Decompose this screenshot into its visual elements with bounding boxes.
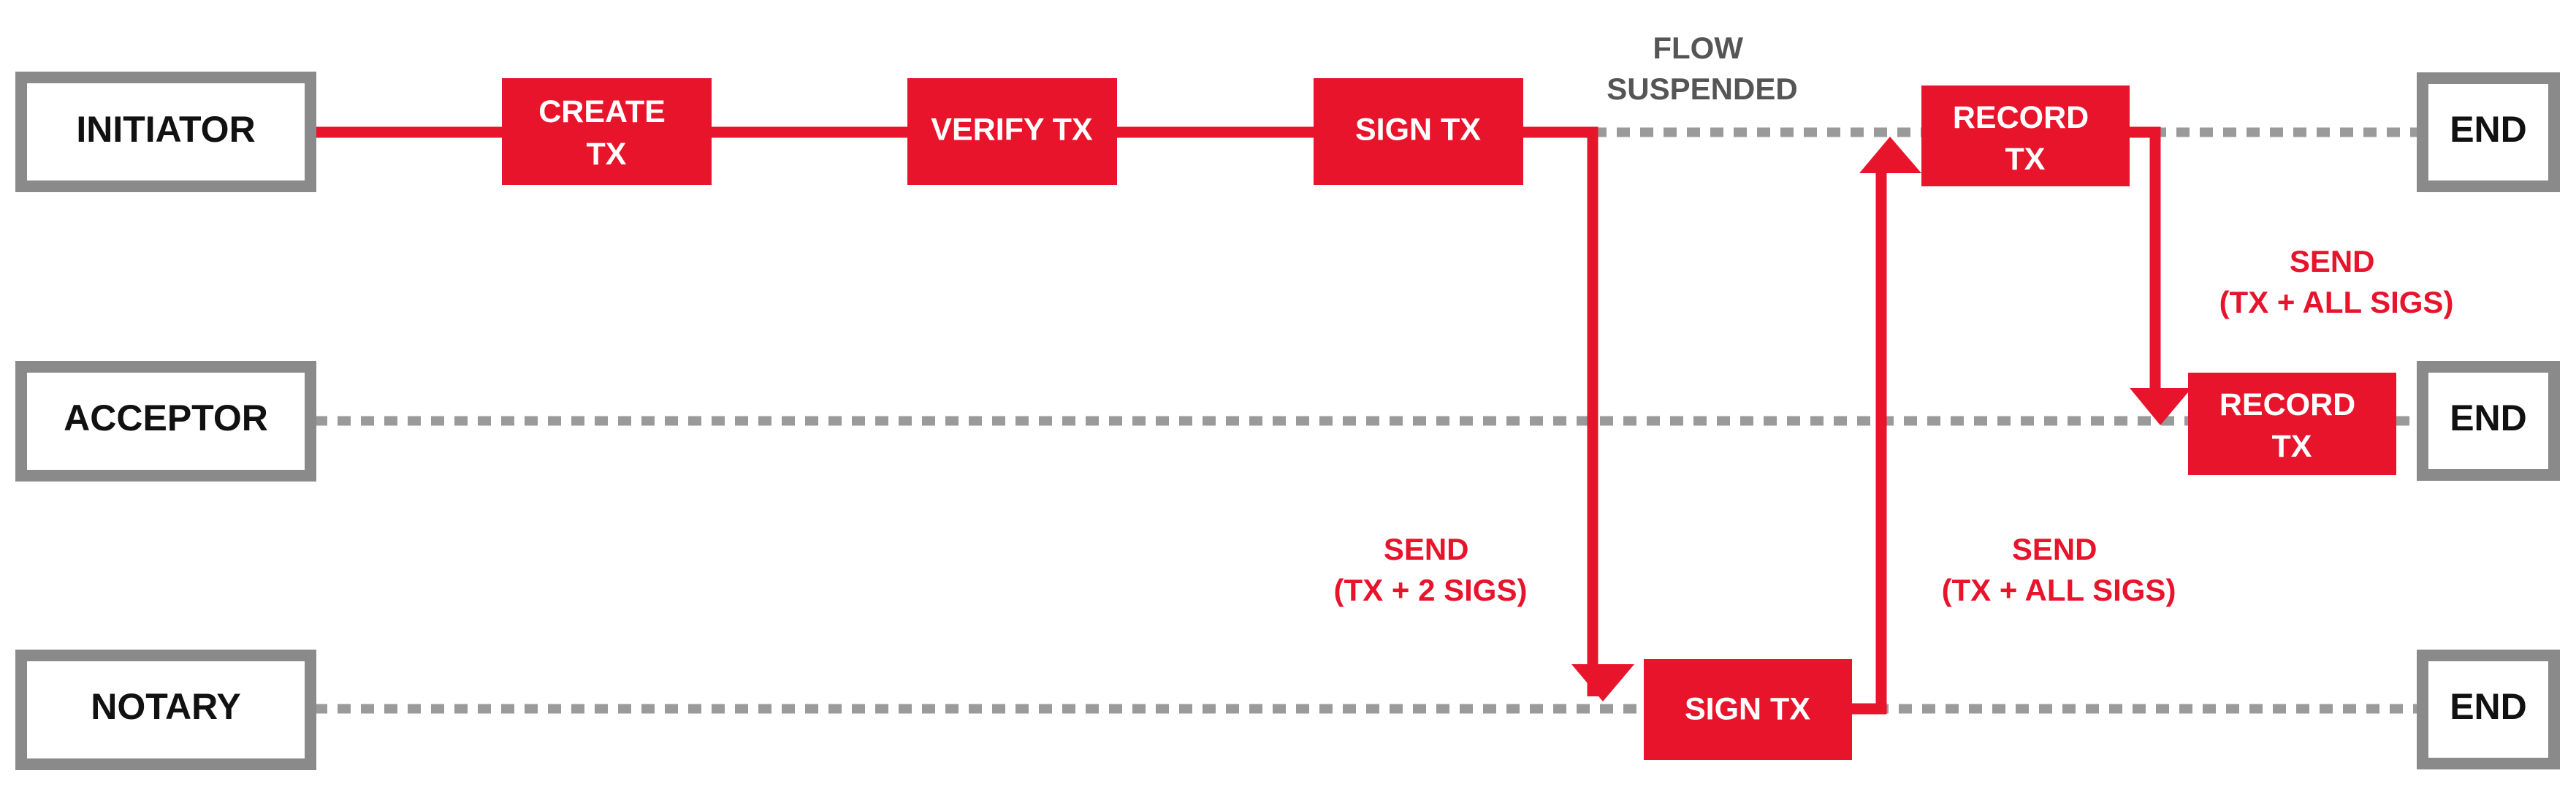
lane-label-acceptor: ACCEPTOR [64,398,268,438]
lane-label-initiator: INITIATOR [76,109,255,150]
record-tx-acceptor-step [2188,373,2396,475]
record-tx-acceptor-line-1: RECORD [2219,387,2355,422]
send-from-notary-line-1: SEND [2012,532,2097,566]
send-to-notary-line-2: (TX + 2 SIGS) [1334,573,1528,607]
lane-box-notary [15,650,316,770]
record-tx-initiator-line-2: TX [2005,142,2046,177]
sign-tx-notary-label: SIGN TX [1685,691,1810,726]
verify-tx-label: VERIFY TX [931,112,1093,147]
create-tx-step [502,78,712,185]
flow-suspended-line-2: SUSPENDED [1607,72,1797,106]
end-box-notary [2417,650,2560,769]
sign-tx-initiator-label: SIGN TX [1355,112,1481,147]
record-tx-acceptor-line-2: TX [2272,429,2312,464]
end-label-initiator: END [2450,109,2527,150]
send-to-acceptor-line-2: (TX + ALL SIGS) [2219,285,2454,319]
send-to-acceptor-arrow [2130,126,2161,408]
lane-label-notary: NOTARY [91,686,241,727]
create-tx-label: CREATE TX [538,94,674,172]
record-tx-initiator-line-1: RECORD [1953,100,2089,135]
end-label-notary: END [2450,686,2527,727]
annotations: FLOW SUSPENDED SEND (TX + 2 SIGS) SEND (… [1334,31,2454,607]
end-box-acceptor [2417,361,2560,481]
dotted-lines [314,127,2427,714]
flow-suspended-line-1: FLOW [1653,31,1743,65]
record-tx-initiator-label: RECORD TX [1953,100,2097,177]
verify-tx-step [907,78,1117,185]
send-to-acceptor-label: SEND (TX + ALL SIGS) [2219,244,2454,319]
arrowhead-down-acceptor [2130,388,2192,425]
flow-suspended-label: FLOW SUSPENDED [1607,31,1797,106]
send-to-notary-line-1: SEND [1384,532,1469,566]
send-to-notary-arrow [1523,126,1598,696]
record-tx-initiator-step [1921,85,2130,186]
create-tx-line-1: CREATE [538,94,666,129]
end-box-initiator [2417,72,2560,192]
end-label-acceptor: END [2450,398,2527,438]
send-to-notary-label: SEND (TX + 2 SIGS) [1334,532,1528,607]
arrowhead-up-record [1859,137,1921,173]
sign-tx-initiator-step [1314,78,1523,185]
send-from-notary-arrow [1852,156,1887,715]
end-labels: END END END [2417,72,2560,769]
send-from-notary-label: SEND (TX + ALL SIGS) [1942,532,2176,607]
lane-box-initiator [15,72,316,192]
arrowhead-down-notary [1571,664,1634,701]
sign-tx-notary-step [1644,659,1852,760]
lane-box-acceptor [15,361,316,482]
arrowheads [1571,137,2192,701]
send-to-acceptor-line-1: SEND [2290,244,2375,278]
create-tx-line-2: TX [587,137,627,172]
send-from-notary-line-2: (TX + ALL SIGS) [1942,573,2176,607]
lane-labels: INITIATOR ACCEPTOR NOTARY [15,72,316,770]
record-tx-acceptor-label: RECORD TX [2219,387,2364,464]
step-boxes: CREATE TX VERIFY TX SIGN TX RECORD TX RE… [502,78,2396,760]
